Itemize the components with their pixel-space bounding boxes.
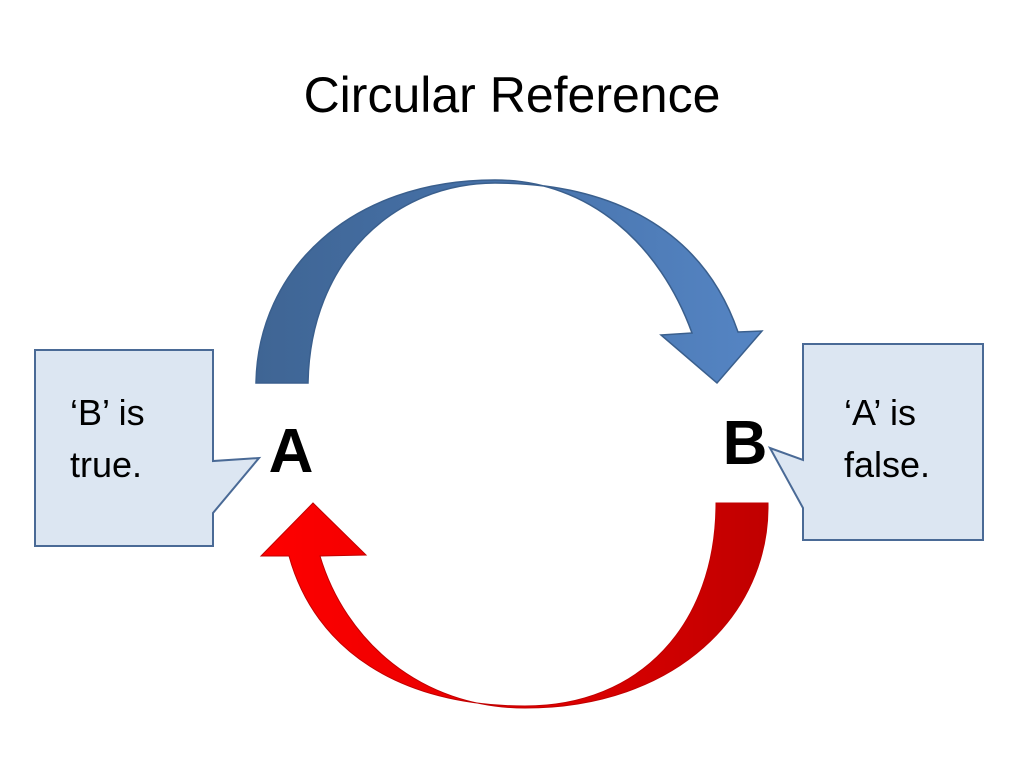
left-callout-text: ‘B’ is true. xyxy=(70,387,145,491)
slide-title: Circular Reference xyxy=(303,67,721,123)
right-callout-box xyxy=(767,343,984,541)
right-callout-line2: false. xyxy=(844,444,931,485)
top-curved-arrow-icon xyxy=(255,179,764,385)
right-callout-line1: ‘A’ is xyxy=(844,392,916,433)
right-callout-text: ‘A’ is false. xyxy=(844,387,930,491)
node-b-label: B xyxy=(722,409,768,478)
node-a-label: A xyxy=(268,417,314,486)
left-callout-box xyxy=(34,349,262,547)
left-callout-line2: true. xyxy=(70,444,143,485)
bottom-curved-arrow-icon xyxy=(259,502,769,709)
left-callout-line1: ‘B’ is xyxy=(70,392,145,433)
